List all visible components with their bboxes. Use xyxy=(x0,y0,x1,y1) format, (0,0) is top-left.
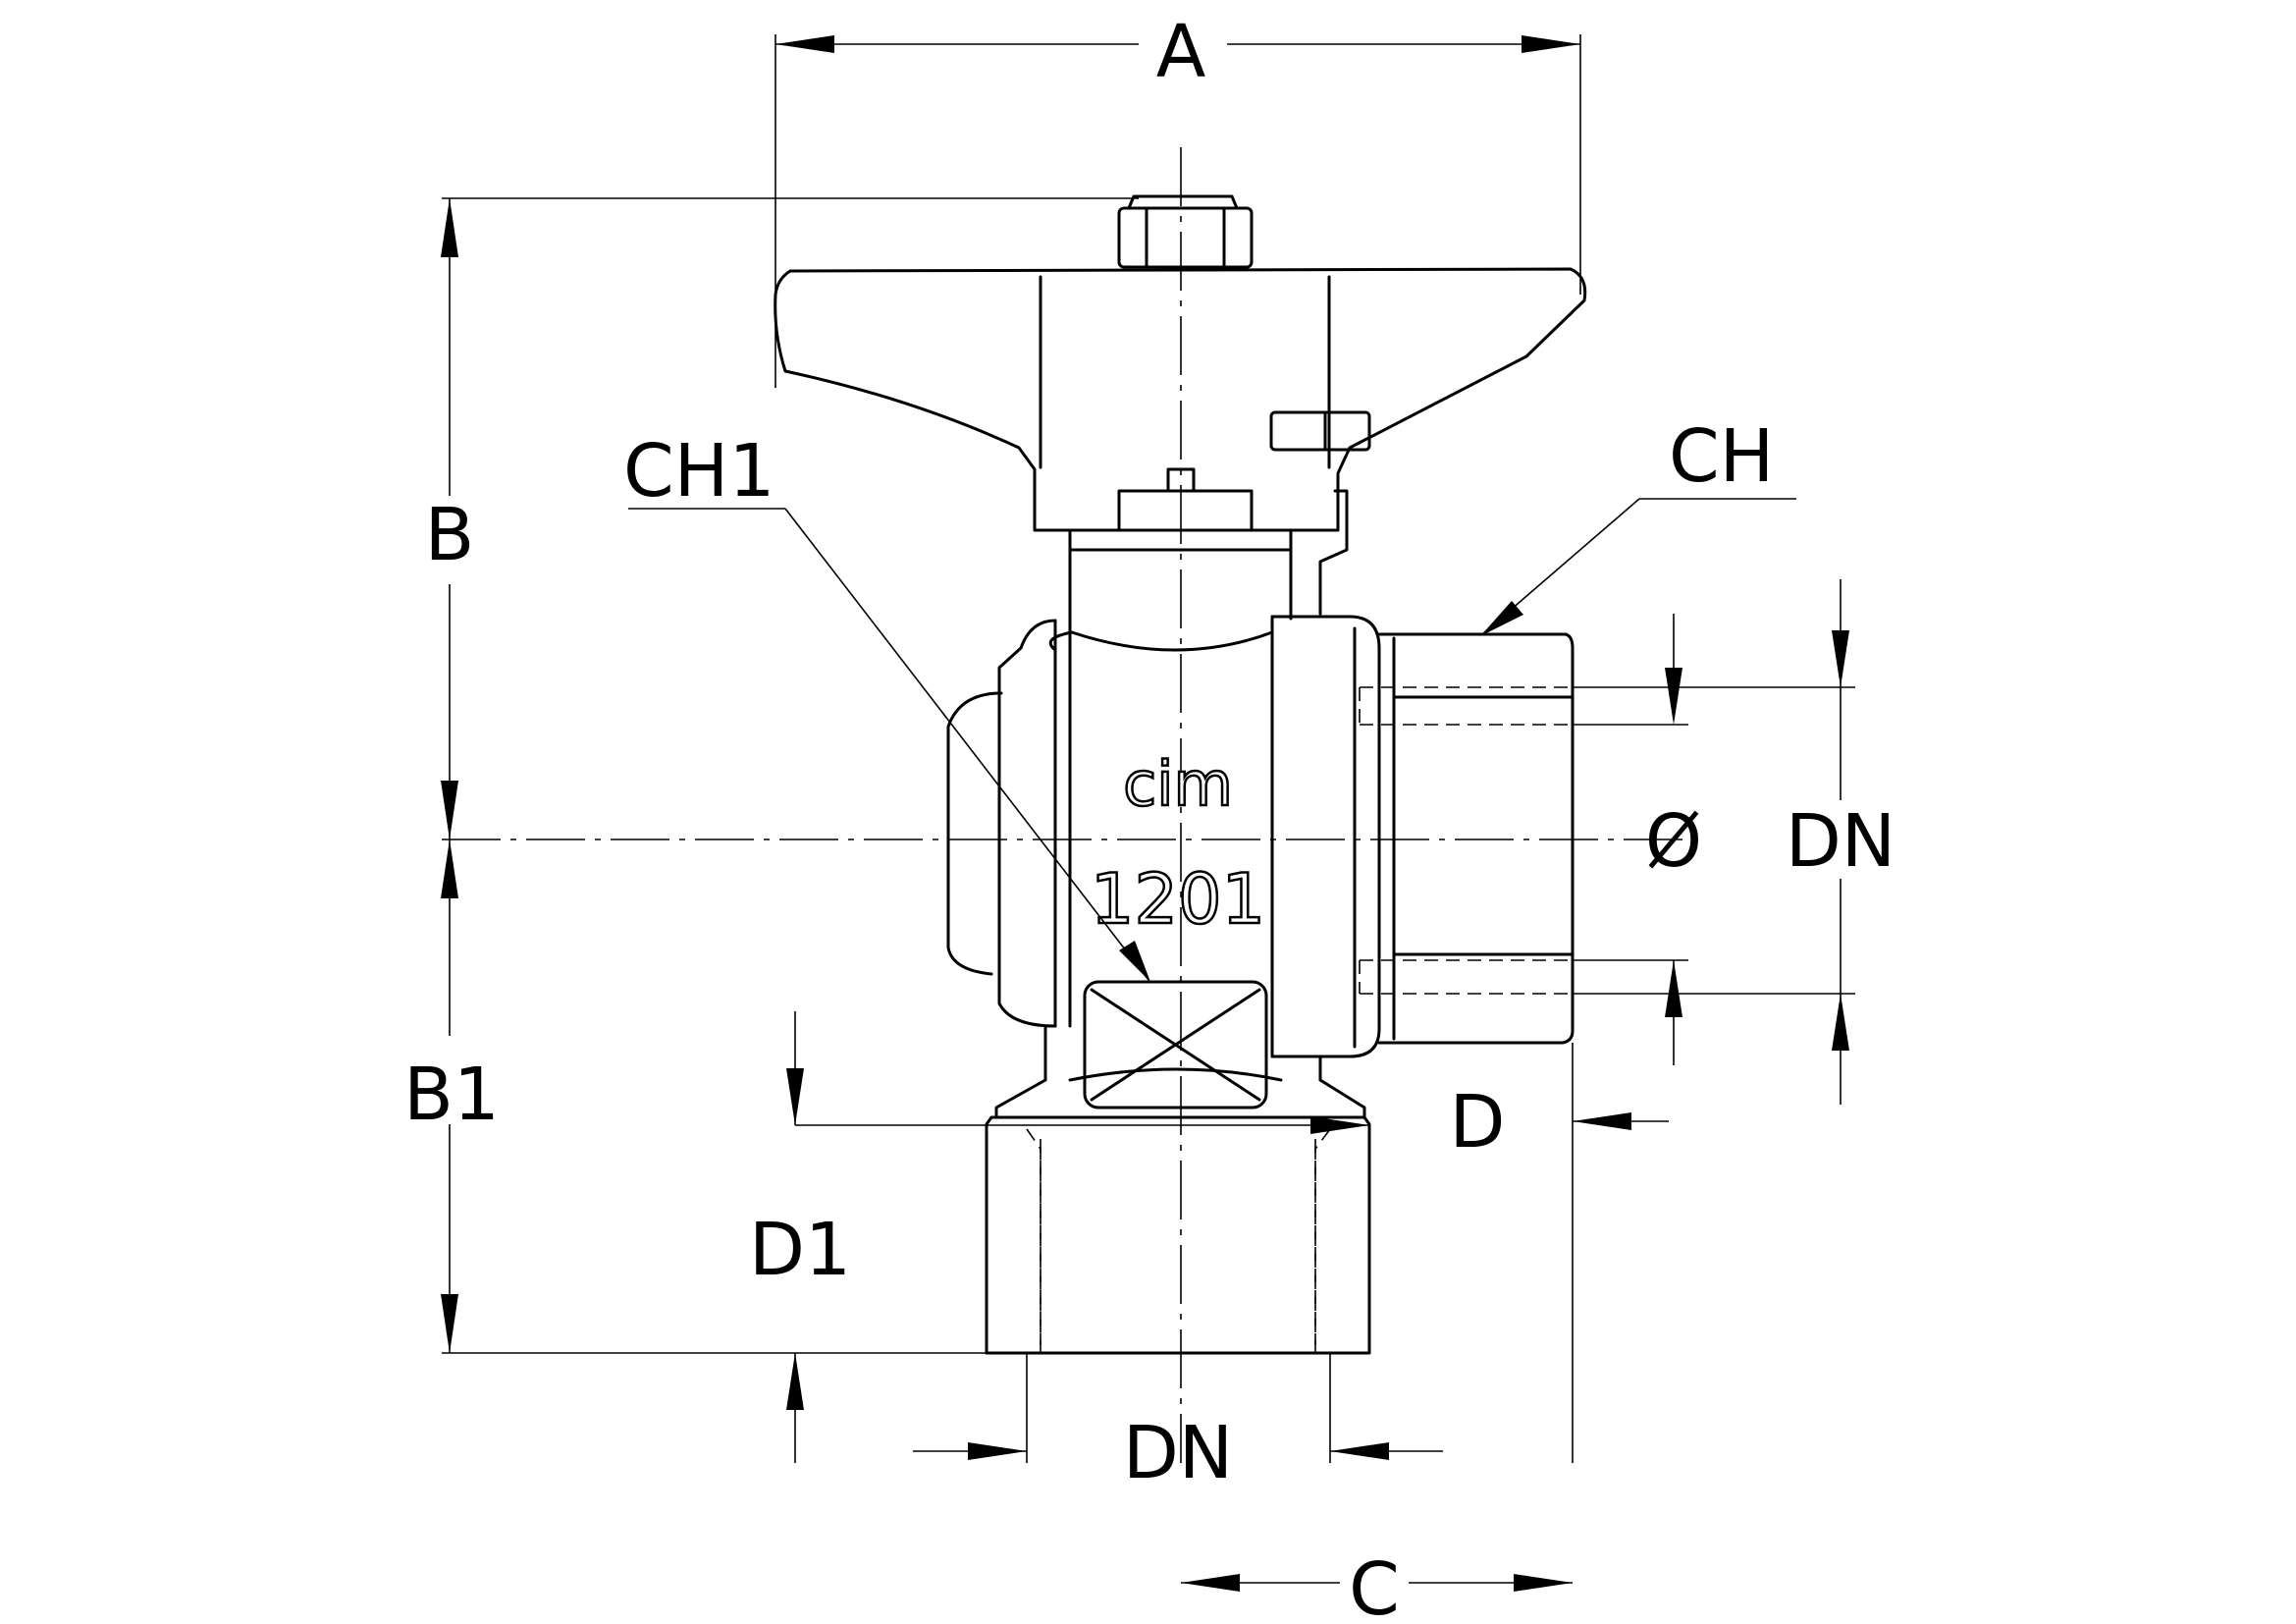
brand-mark: cim xyxy=(1123,748,1233,820)
dimension-c-label: C xyxy=(1349,1547,1400,1624)
valve-stem xyxy=(1068,528,1293,623)
center-lines xyxy=(442,147,1688,1463)
valve-body xyxy=(946,615,1381,1110)
model-mark: 1201 xyxy=(1091,859,1265,940)
dimension-d1-label: D1 xyxy=(749,1208,851,1292)
body-markings: cim 1201 xyxy=(1090,747,1267,942)
dimension-b: B xyxy=(412,197,1139,1354)
dimension-ch1-label: CH1 xyxy=(623,429,774,514)
dimension-d1: D1 xyxy=(749,1011,1369,1463)
dimension-ch: CH xyxy=(1480,414,1796,636)
dimension-dia-dn-side: Ø DN xyxy=(1573,579,1904,1105)
dimension-a: A xyxy=(774,10,1581,388)
dimension-a-label: A xyxy=(1156,10,1206,94)
side-outlet xyxy=(1359,632,1575,1045)
dimension-dn-side-label: DN xyxy=(1786,799,1896,884)
dimension-b1-label: B1 xyxy=(403,1053,500,1137)
dimension-b-label: B xyxy=(425,493,475,577)
dimension-d-label: D xyxy=(1450,1080,1506,1164)
dimension-dia-label: Ø xyxy=(1645,799,1702,884)
dimension-ch1: CH1 xyxy=(623,429,1150,982)
dimension-c: C xyxy=(1181,1542,1573,1624)
dimension-dn-bottom-label: DN xyxy=(1123,1411,1233,1495)
dimension-b1: B1 xyxy=(398,1036,506,1137)
dimension-ch-label: CH xyxy=(1669,414,1774,499)
dimension-d: D xyxy=(1450,1043,1669,1463)
dimension-dn-bottom: DN xyxy=(913,1353,1443,1495)
